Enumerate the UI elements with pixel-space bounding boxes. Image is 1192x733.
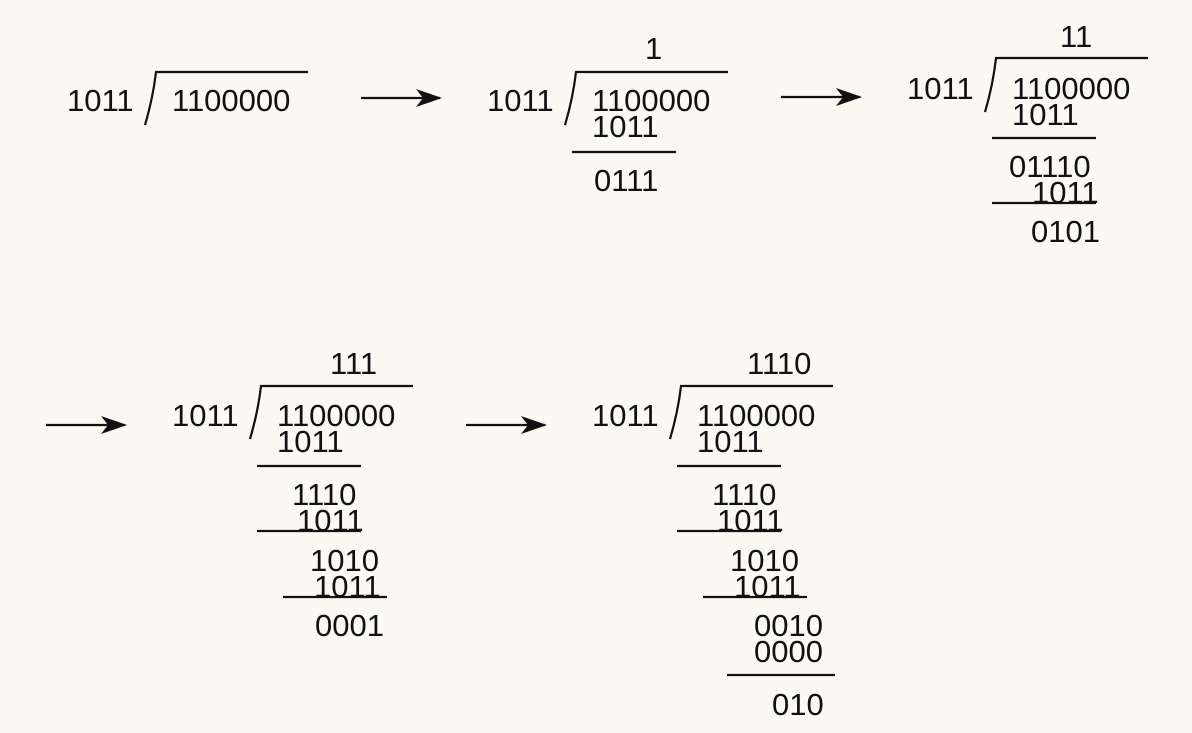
long-division-bracket: [563, 70, 728, 126]
long-division-bracket: [983, 56, 1148, 113]
partial-remainder: 1010: [730, 543, 799, 578]
subtrahend: 1011: [1012, 97, 1079, 132]
dividend: 1100000: [697, 398, 816, 433]
long-division-bracket: [143, 70, 308, 126]
long-division-bracket: [668, 384, 833, 440]
partial-remainder: 1110: [712, 477, 777, 512]
long-division-bracket: [248, 384, 413, 440]
divisor: 1011: [487, 83, 554, 118]
divisor: 1011: [67, 83, 134, 118]
partial-remainder: 1110: [292, 477, 357, 512]
subtrahend: 1011: [277, 424, 344, 459]
quotient: 11: [1060, 19, 1093, 54]
remainder: 0111: [594, 163, 659, 198]
remainder: 0001: [315, 608, 384, 643]
dividend: 1100000: [172, 83, 291, 118]
divisor: 1011: [592, 398, 659, 433]
subtrahend: 0000: [754, 634, 823, 669]
divisor: 1011: [172, 398, 239, 433]
partial-remainder: 0010: [754, 608, 823, 643]
partial-remainder: 1010: [310, 543, 379, 578]
divisor: 1011: [907, 71, 974, 106]
dividend: 1100000: [592, 83, 711, 118]
subtrahend: 1011: [592, 109, 659, 144]
quotient: 1: [645, 31, 663, 66]
subtrahend: 1011: [697, 424, 764, 459]
dividend: 1100000: [1012, 71, 1131, 106]
quotient: 111: [330, 346, 378, 381]
remainder: 0101: [1031, 214, 1100, 249]
quotient: 1110: [747, 346, 812, 381]
partial-remainder: 01110: [1009, 149, 1091, 184]
dividend: 1100000: [277, 398, 396, 433]
remainder: 010: [772, 687, 824, 722]
